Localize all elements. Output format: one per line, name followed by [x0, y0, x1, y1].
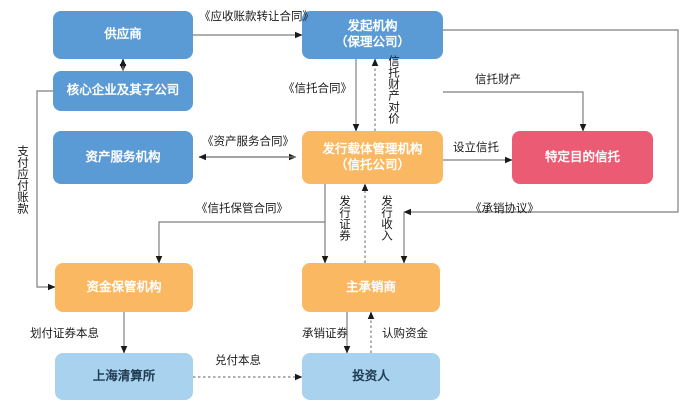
edge-label-subscription-funds: 认购资金 [382, 328, 428, 340]
node-supplier[interactable]: 供应商 [53, 11, 193, 59]
node-special-purpose-trust[interactable]: 特定目的信托 [512, 131, 653, 184]
node-core-enterprise[interactable]: 核心企业及其子公司 [53, 71, 193, 111]
edge-label-receivable-transfer-contract: 《应收账款转让合同》 [199, 11, 314, 23]
edge-label-trust-property: 信托财产 [475, 74, 521, 86]
edge-label-underwrite-securities: 承销证券 [302, 328, 348, 340]
node-supplier-label: 供应商 [104, 27, 142, 42]
edge-label-transfer-security-principal-interest: 划付证券本息 [30, 328, 99, 340]
edge-label-issue-income: 发行收入 [380, 195, 392, 241]
node-fund-custodian-label: 资金保管机构 [86, 279, 162, 294]
edge-label-trust-contract: 《信托合同》 [283, 83, 352, 95]
node-shanghai-clearing-house[interactable]: 上海清算所 [55, 353, 193, 400]
node-spv-manager[interactable]: 发行载体管理机构 （信托公司） [302, 131, 443, 184]
node-originator-label-line1: 发起机构 [347, 19, 398, 34]
edge-label-issue-securities: 发行证券 [338, 195, 350, 241]
node-spv-manager-label-line1: 发行载体管理机构 [322, 141, 423, 156]
node-shanghai-clearing-house-label: 上海清算所 [92, 368, 156, 383]
edge-label-trust-custody-contract: 《信托保管合同》 [196, 203, 288, 215]
wire-originator-to-spt [443, 91, 587, 132]
node-special-purpose-trust-label: 特定目的信托 [544, 149, 620, 164]
node-core-enterprise-label: 核心企业及其子公司 [66, 83, 180, 98]
edge-label-redeem-principal-interest: 兑付本息 [215, 355, 261, 367]
node-spv-manager-label-line2: （信托公司） [334, 157, 410, 172]
node-asset-service-label: 资产服务机构 [85, 149, 161, 164]
edge-label-trust-property-consideration: 信托财产对价 [387, 55, 399, 124]
edge-label-underwriting-agreement: 《承销协议》 [470, 203, 539, 215]
edge-label-pay-accounts-payable: 支付应付账款 [16, 145, 28, 214]
node-investor-label: 投资人 [352, 368, 390, 383]
edge-label-asset-service-contract: 《资产服务合同》 [202, 136, 294, 148]
node-originator-label-line2: （保理公司） [334, 35, 410, 49]
wire-originator-to-underwriter [403, 29, 679, 216]
node-investor[interactable]: 投资人 [302, 353, 440, 400]
node-lead-underwriter[interactable]: 主承销商 [302, 263, 440, 312]
node-fund-custodian[interactable]: 资金保管机构 [55, 263, 193, 312]
node-lead-underwriter-label: 主承销商 [345, 279, 396, 294]
edge-label-establish-trust: 设立信托 [453, 142, 499, 154]
wire-spv-to-custodian [155, 184, 326, 264]
wire-core-to-custodian [36, 90, 56, 291]
node-asset-service[interactable]: 资产服务机构 [53, 131, 193, 184]
node-originator[interactable]: 发起机构 （保理公司） [302, 11, 443, 59]
